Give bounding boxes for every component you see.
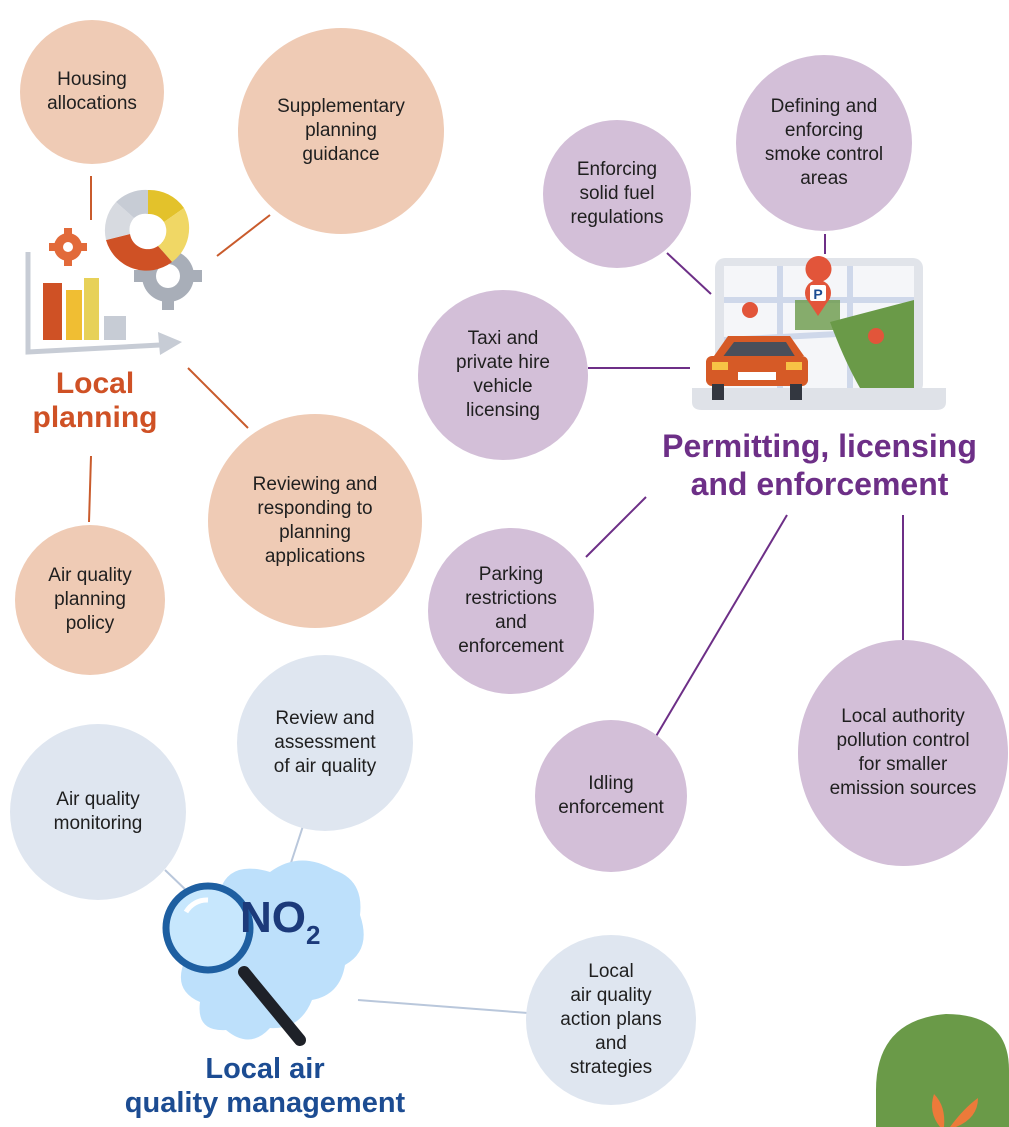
bubble-taxi-licensing: Taxi and private hire vehicle licensing — [418, 290, 588, 460]
bubble-idling-enforcement: Idling enforcement — [535, 720, 687, 872]
connector-air-quality-policy — [88, 455, 92, 523]
laptop-map-car-icon: P — [692, 256, 946, 410]
no2-label: NO2 — [240, 893, 321, 951]
heading-local-air-quality-management: Local air quality management — [124, 1053, 406, 1119]
planning-chart-gears-icon — [25, 189, 202, 355]
bubble-smoke-control-areas: Defining and enforcing smoke control are… — [736, 55, 912, 231]
bubble-parking-restrictions: Parking restrictions and enforcement — [428, 528, 594, 694]
bubble-air-quality-planning-policy: Air quality planning policy — [15, 525, 165, 675]
connector-reviewing — [187, 367, 249, 429]
connector-idling — [654, 514, 788, 739]
bubble-review-assessment: Review and assessment of air quality — [237, 655, 413, 831]
heading-permitting: Permitting, licensing and enforcement — [662, 428, 977, 502]
bubble-solid-fuel-regulations: Enforcing solid fuel regulations — [543, 120, 691, 268]
bubble-supplementary-planning-guidance: Supplementary planning guidance — [238, 28, 444, 234]
connector-solid-fuel — [666, 252, 712, 295]
magnifier-no2-icon — [162, 860, 364, 1046]
bubble-action-plans: Local air quality action plans and strat… — [526, 935, 696, 1105]
bubble-pollution-control: Local authority pollution control for sm… — [798, 640, 1008, 866]
connector-action-plans — [357, 999, 529, 1014]
connector-parking — [585, 496, 647, 558]
connector-supplementary — [216, 214, 271, 257]
bubble-housing-allocations: Housing allocations — [20, 20, 164, 164]
bubble-reviewing-planning-applications: Reviewing and responding to planning app… — [208, 414, 422, 628]
svg-text:P: P — [813, 286, 822, 302]
plant-icon — [876, 1014, 1009, 1127]
connector-monitoring — [164, 869, 189, 893]
heading-local-planning: Local planning — [32, 367, 158, 434]
bubble-air-quality-monitoring: Air quality monitoring — [10, 724, 186, 900]
